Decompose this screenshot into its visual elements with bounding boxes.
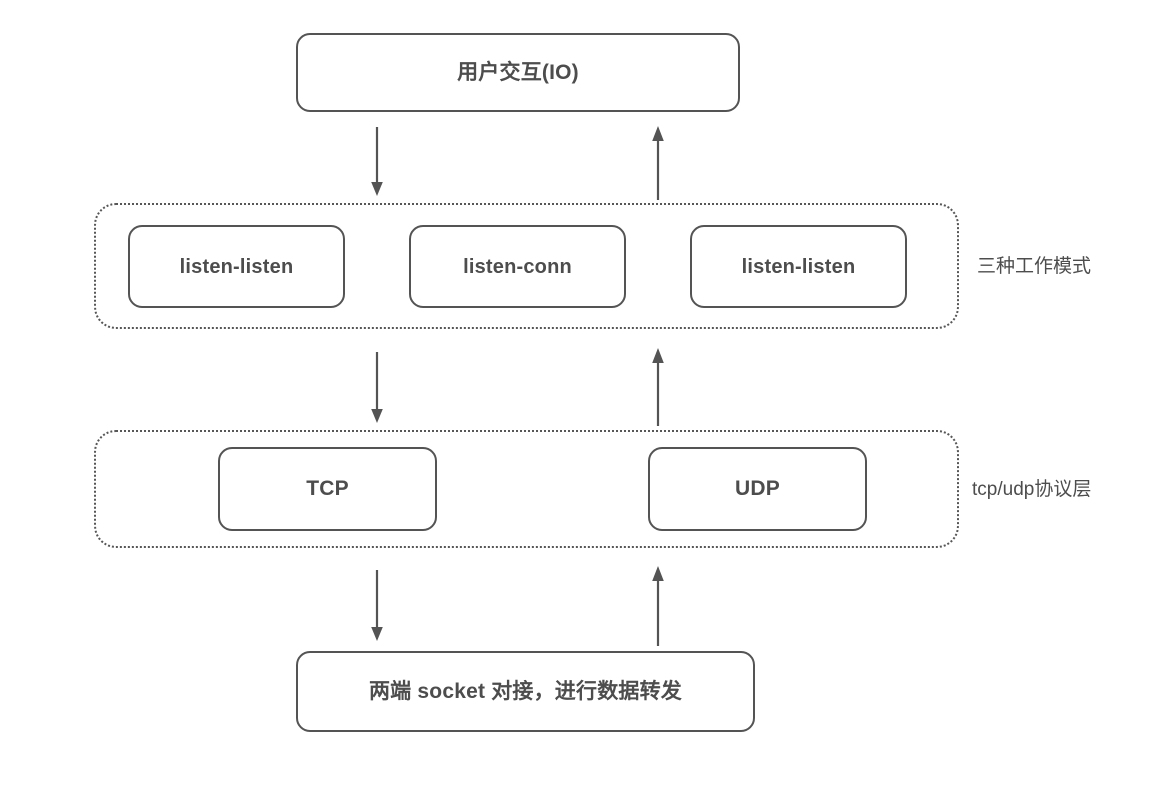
node-mode-listen-listen-2-label: listen-listen — [741, 255, 856, 278]
node-socket-forwarding[interactable]: 两端 socket 对接，进行数据转发 — [296, 651, 755, 732]
node-protocol-udp[interactable]: UDP — [648, 447, 867, 531]
group-protocol-layer — [94, 430, 959, 548]
arrow-modes-to-io — [650, 124, 666, 200]
node-protocol-tcp[interactable]: TCP — [218, 447, 437, 531]
node-mode-listen-conn-label: listen-conn — [463, 255, 572, 278]
group-working-modes — [94, 203, 959, 329]
node-mode-listen-conn[interactable]: listen-conn — [409, 225, 626, 308]
arrow-protocol-to-socket — [369, 570, 385, 642]
node-user-interaction-io-label: 用户交互(IO) — [457, 60, 579, 84]
arrow-io-to-modes — [369, 127, 385, 197]
arrow-modes-to-protocol — [369, 352, 385, 424]
arrow-protocol-to-modes — [650, 346, 666, 426]
node-protocol-udp-label: UDP — [735, 477, 780, 501]
node-protocol-tcp-label: TCP — [306, 477, 349, 501]
arrow-socket-to-protocol — [650, 564, 666, 646]
caption-protocol-layer: tcp/udp协议层 — [972, 479, 1092, 500]
node-mode-listen-listen-1-label: listen-listen — [179, 255, 294, 278]
node-user-interaction-io[interactable]: 用户交互(IO) — [296, 33, 740, 112]
node-mode-listen-listen-1[interactable]: listen-listen — [128, 225, 345, 308]
caption-working-modes: 三种工作模式 — [977, 256, 1092, 277]
node-mode-listen-listen-2[interactable]: listen-listen — [690, 225, 907, 308]
node-socket-forwarding-label: 两端 socket 对接，进行数据转发 — [368, 679, 682, 703]
